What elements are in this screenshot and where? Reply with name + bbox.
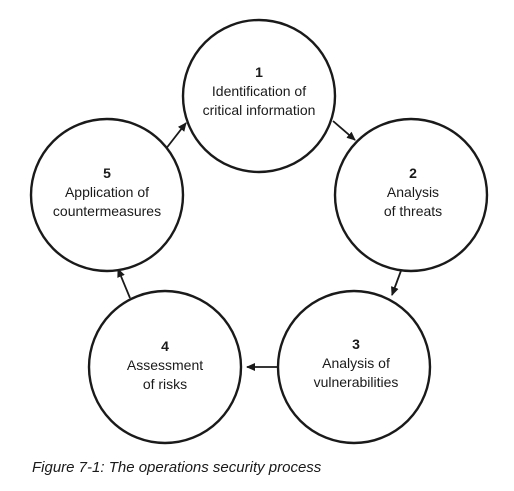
node-2-label-line-1: Analysis (387, 184, 439, 200)
node-3-circle (276, 289, 432, 445)
node-2-threats: 2 Analysis of threats (333, 117, 489, 273)
node-1-identification: 1 Identification of critical information (181, 18, 337, 174)
node-3-number: 3 (352, 336, 360, 352)
node-4-label-line-1: Assessment (127, 357, 203, 373)
flow-arrows (117, 120, 403, 371)
node-2-number: 2 (409, 165, 417, 181)
node-5-label-line-1: Application of (65, 184, 149, 200)
node-4-circle (87, 289, 243, 445)
node-1-label-line-1: Identification of (212, 83, 306, 99)
node-5-circle (29, 117, 185, 273)
node-5-label-line-2: countermeasures (53, 203, 161, 219)
node-4-risks: 4 Assessment of risks (87, 289, 243, 445)
node-3-vulnerabilities: 3 Analysis of vulnerabilities (276, 289, 432, 445)
node-2-label-line-2: of threats (384, 203, 442, 219)
node-4-label-line-2: of risks (143, 376, 187, 392)
arrow-4-to-5 (117, 268, 131, 299)
node-3-label-line-1: Analysis of (322, 355, 390, 371)
node-2-circle (333, 117, 489, 273)
node-4-number: 4 (161, 338, 169, 354)
node-1-label-line-2: critical information (203, 102, 316, 118)
node-3-label-line-2: vulnerabilities (314, 374, 399, 390)
arrow-1-to-2 (332, 120, 356, 141)
node-1-number: 1 (255, 64, 263, 80)
figure-caption: Figure 7-1: The operations security proc… (32, 459, 322, 476)
node-5-number: 5 (103, 165, 111, 181)
node-1-circle (181, 18, 337, 174)
node-5-countermeasures: 5 Application of countermeasures (29, 117, 185, 273)
arrow-5-to-1 (164, 122, 187, 151)
arrow-2-to-3 (391, 267, 403, 296)
